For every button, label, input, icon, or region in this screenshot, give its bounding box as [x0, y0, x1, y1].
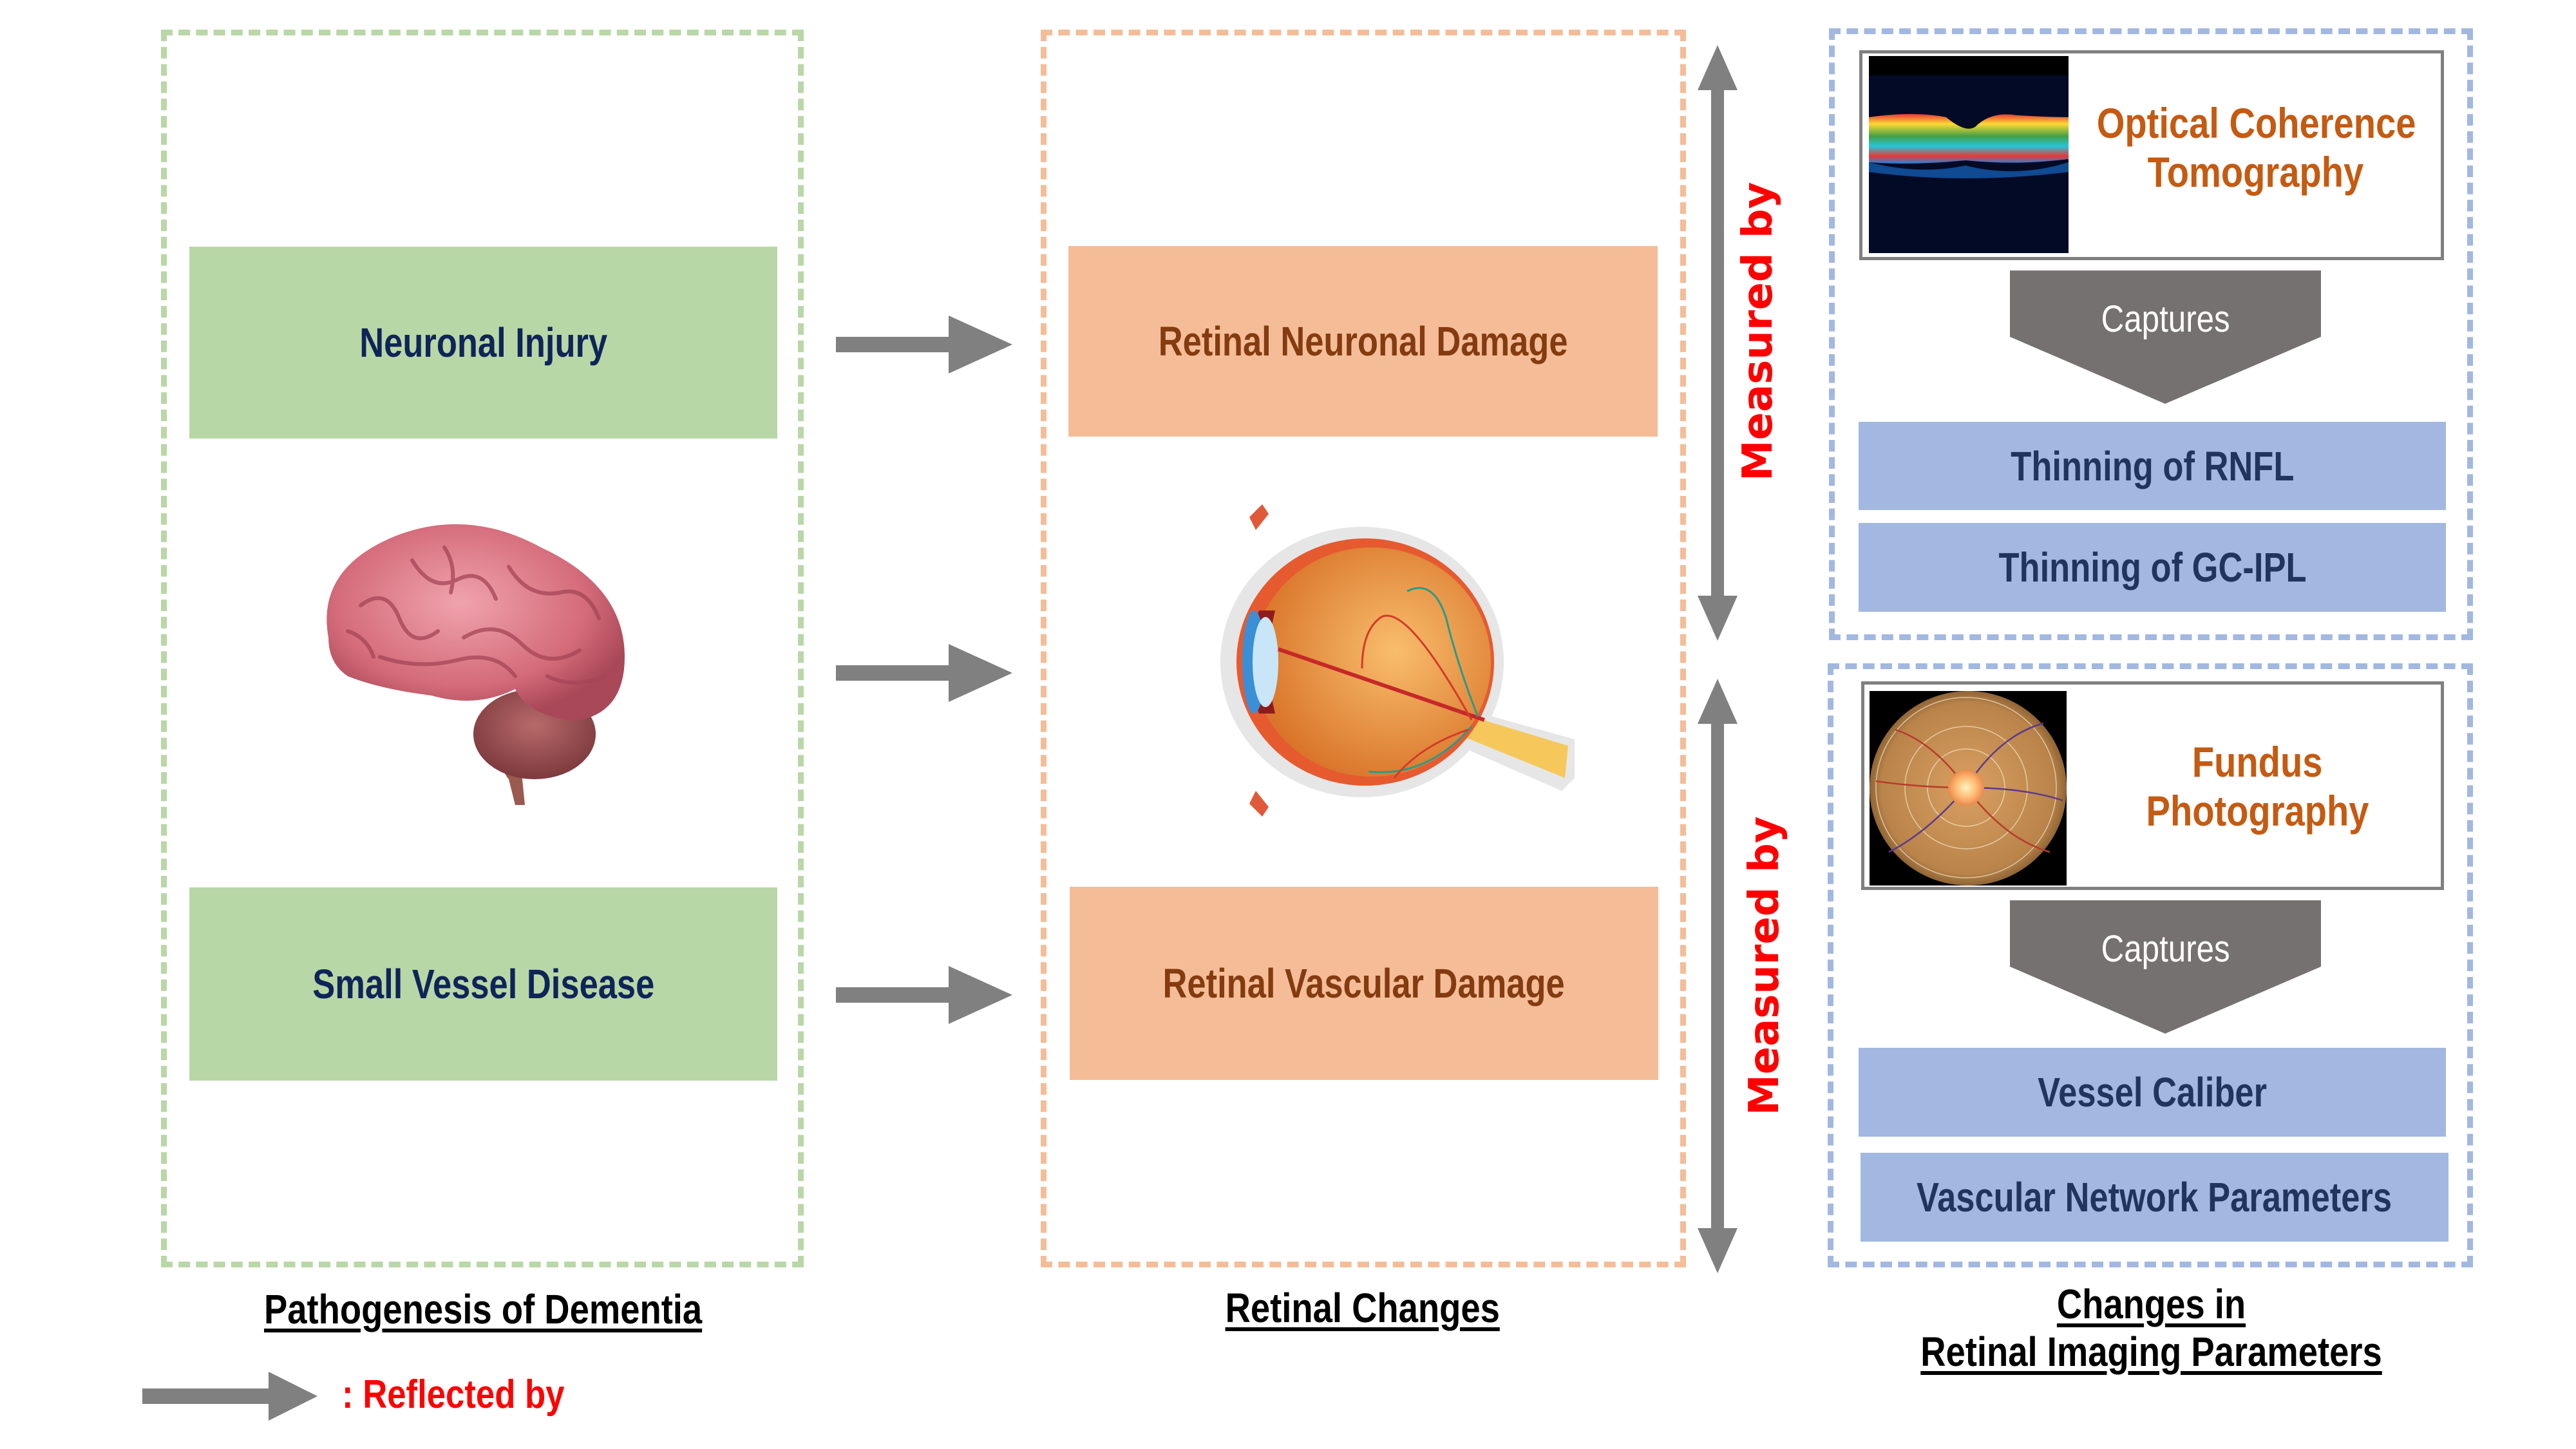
captures-arrow-fundus [2010, 900, 2321, 1034]
measured-by-arrow-upper [1698, 45, 1738, 641]
imaging-parameters-title: Changes in Retinal Imaging Parameters [1920, 1281, 2382, 1375]
measured-by-label-upper: Measured by [1734, 182, 1782, 481]
captures-label-oct: Captures [2101, 298, 2230, 340]
reflected-by-arrow-bottom [836, 966, 1012, 1024]
fundus-group-frame [1828, 663, 2473, 1267]
pathogenesis-group-frame [161, 30, 804, 1267]
thinning-gcipl-box: Thinning of GC-IPL [1859, 523, 2446, 612]
measured-by-arrow-lower [1698, 679, 1738, 1273]
thinning-gcipl-label: Thinning of GC-IPL [1998, 544, 2307, 591]
legend-arrow-icon [142, 1372, 317, 1421]
oct-scan-image [1869, 56, 2069, 253]
oct-group-frame [1829, 28, 2473, 640]
small-vessel-disease-label: Small Vessel Disease [312, 961, 655, 1007]
retinal-neuronal-damage-box: Retinal Neuronal Damage [1068, 246, 1658, 437]
vessel-caliber-label: Vessel Caliber [2038, 1069, 2267, 1115]
oct-modality-title: Optical Coherence Tomography [2096, 99, 2416, 196]
retinal-changes-title: Retinal Changes [1225, 1285, 1501, 1331]
thinning-rnfl-label: Thinning of RNFL [2010, 442, 2295, 489]
oct-modality-card: Optical Coherence Tomography [1859, 50, 2444, 260]
measured-by-label-lower: Measured by [1741, 816, 1788, 1115]
fundus-photo-image [1870, 691, 2067, 886]
vessel-caliber-box: Vessel Caliber [1859, 1048, 2446, 1137]
reflected-by-arrow-top [836, 316, 1012, 374]
captures-arrow-oct [2010, 270, 2321, 404]
eye-anatomy-illustration [1220, 504, 1575, 817]
neuronal-injury-box: Neuronal Injury [189, 247, 777, 439]
fundus-modality-card: Fundus Photography [1861, 681, 2444, 890]
pathogenesis-title: Pathogenesis of Dementia [263, 1286, 703, 1332]
fundus-modality-title: Fundus Photography [2146, 738, 2369, 835]
vascular-network-parameters-box: Vascular Network Parameters [1861, 1153, 2448, 1242]
reflected-by-arrow-middle [836, 644, 1012, 702]
retinal-vascular-damage-box: Retinal Vascular Damage [1070, 887, 1658, 1080]
vascular-network-parameters-label: Vascular Network Parameters [1917, 1174, 2392, 1220]
retinal-vascular-damage-label: Retinal Vascular Damage [1162, 960, 1566, 1007]
retinal-changes-group-frame [1041, 30, 1686, 1267]
retinal-neuronal-damage-label: Retinal Neuronal Damage [1158, 318, 1568, 365]
thinning-rnfl-box: Thinning of RNFL [1859, 422, 2446, 510]
small-vessel-disease-box: Small Vessel Disease [189, 887, 777, 1081]
legend-reflected-by-label: : Reflected by [342, 1372, 565, 1417]
captures-label-fundus: Captures [2101, 928, 2230, 970]
brain-illustration [327, 524, 625, 805]
neuronal-injury-label: Neuronal Injury [359, 319, 607, 366]
